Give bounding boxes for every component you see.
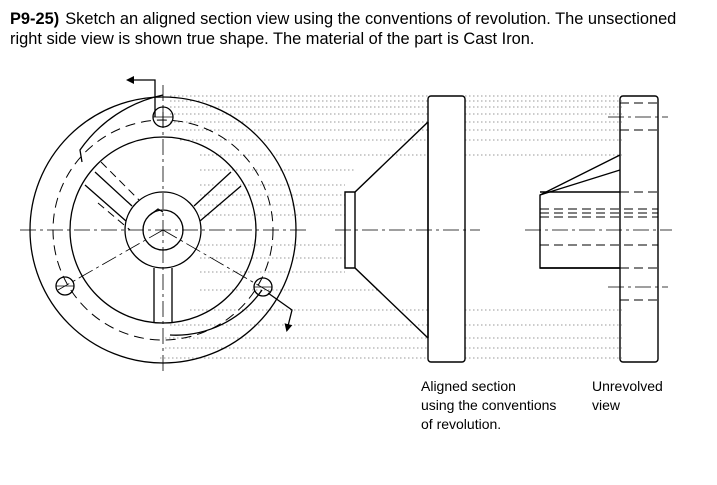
caption-unrevolved-view: Unrevolved view [592, 377, 663, 415]
unrevolved-view [525, 95, 672, 363]
caption-aligned-line-2: using the conventions [421, 397, 557, 413]
caption-unrevolved-line-2: view [592, 397, 621, 413]
caption-unrevolved-line-1: Unrevolved [592, 378, 663, 394]
problem-text: Sketch an aligned section view using the… [10, 10, 677, 48]
caption-aligned-section: Aligned section using the conventions of… [421, 377, 556, 434]
problem-number: P9-25) [10, 10, 60, 28]
spokes [84, 171, 242, 322]
caption-aligned-line-1: Aligned section [421, 378, 516, 394]
front-view [20, 76, 310, 375]
projection-lines [160, 95, 622, 359]
aligned-section-view [335, 95, 480, 363]
caption-aligned-line-3: of revolution. [421, 416, 502, 432]
problem-statement: P9-25)Sketch an aligned section view usi… [10, 9, 710, 49]
